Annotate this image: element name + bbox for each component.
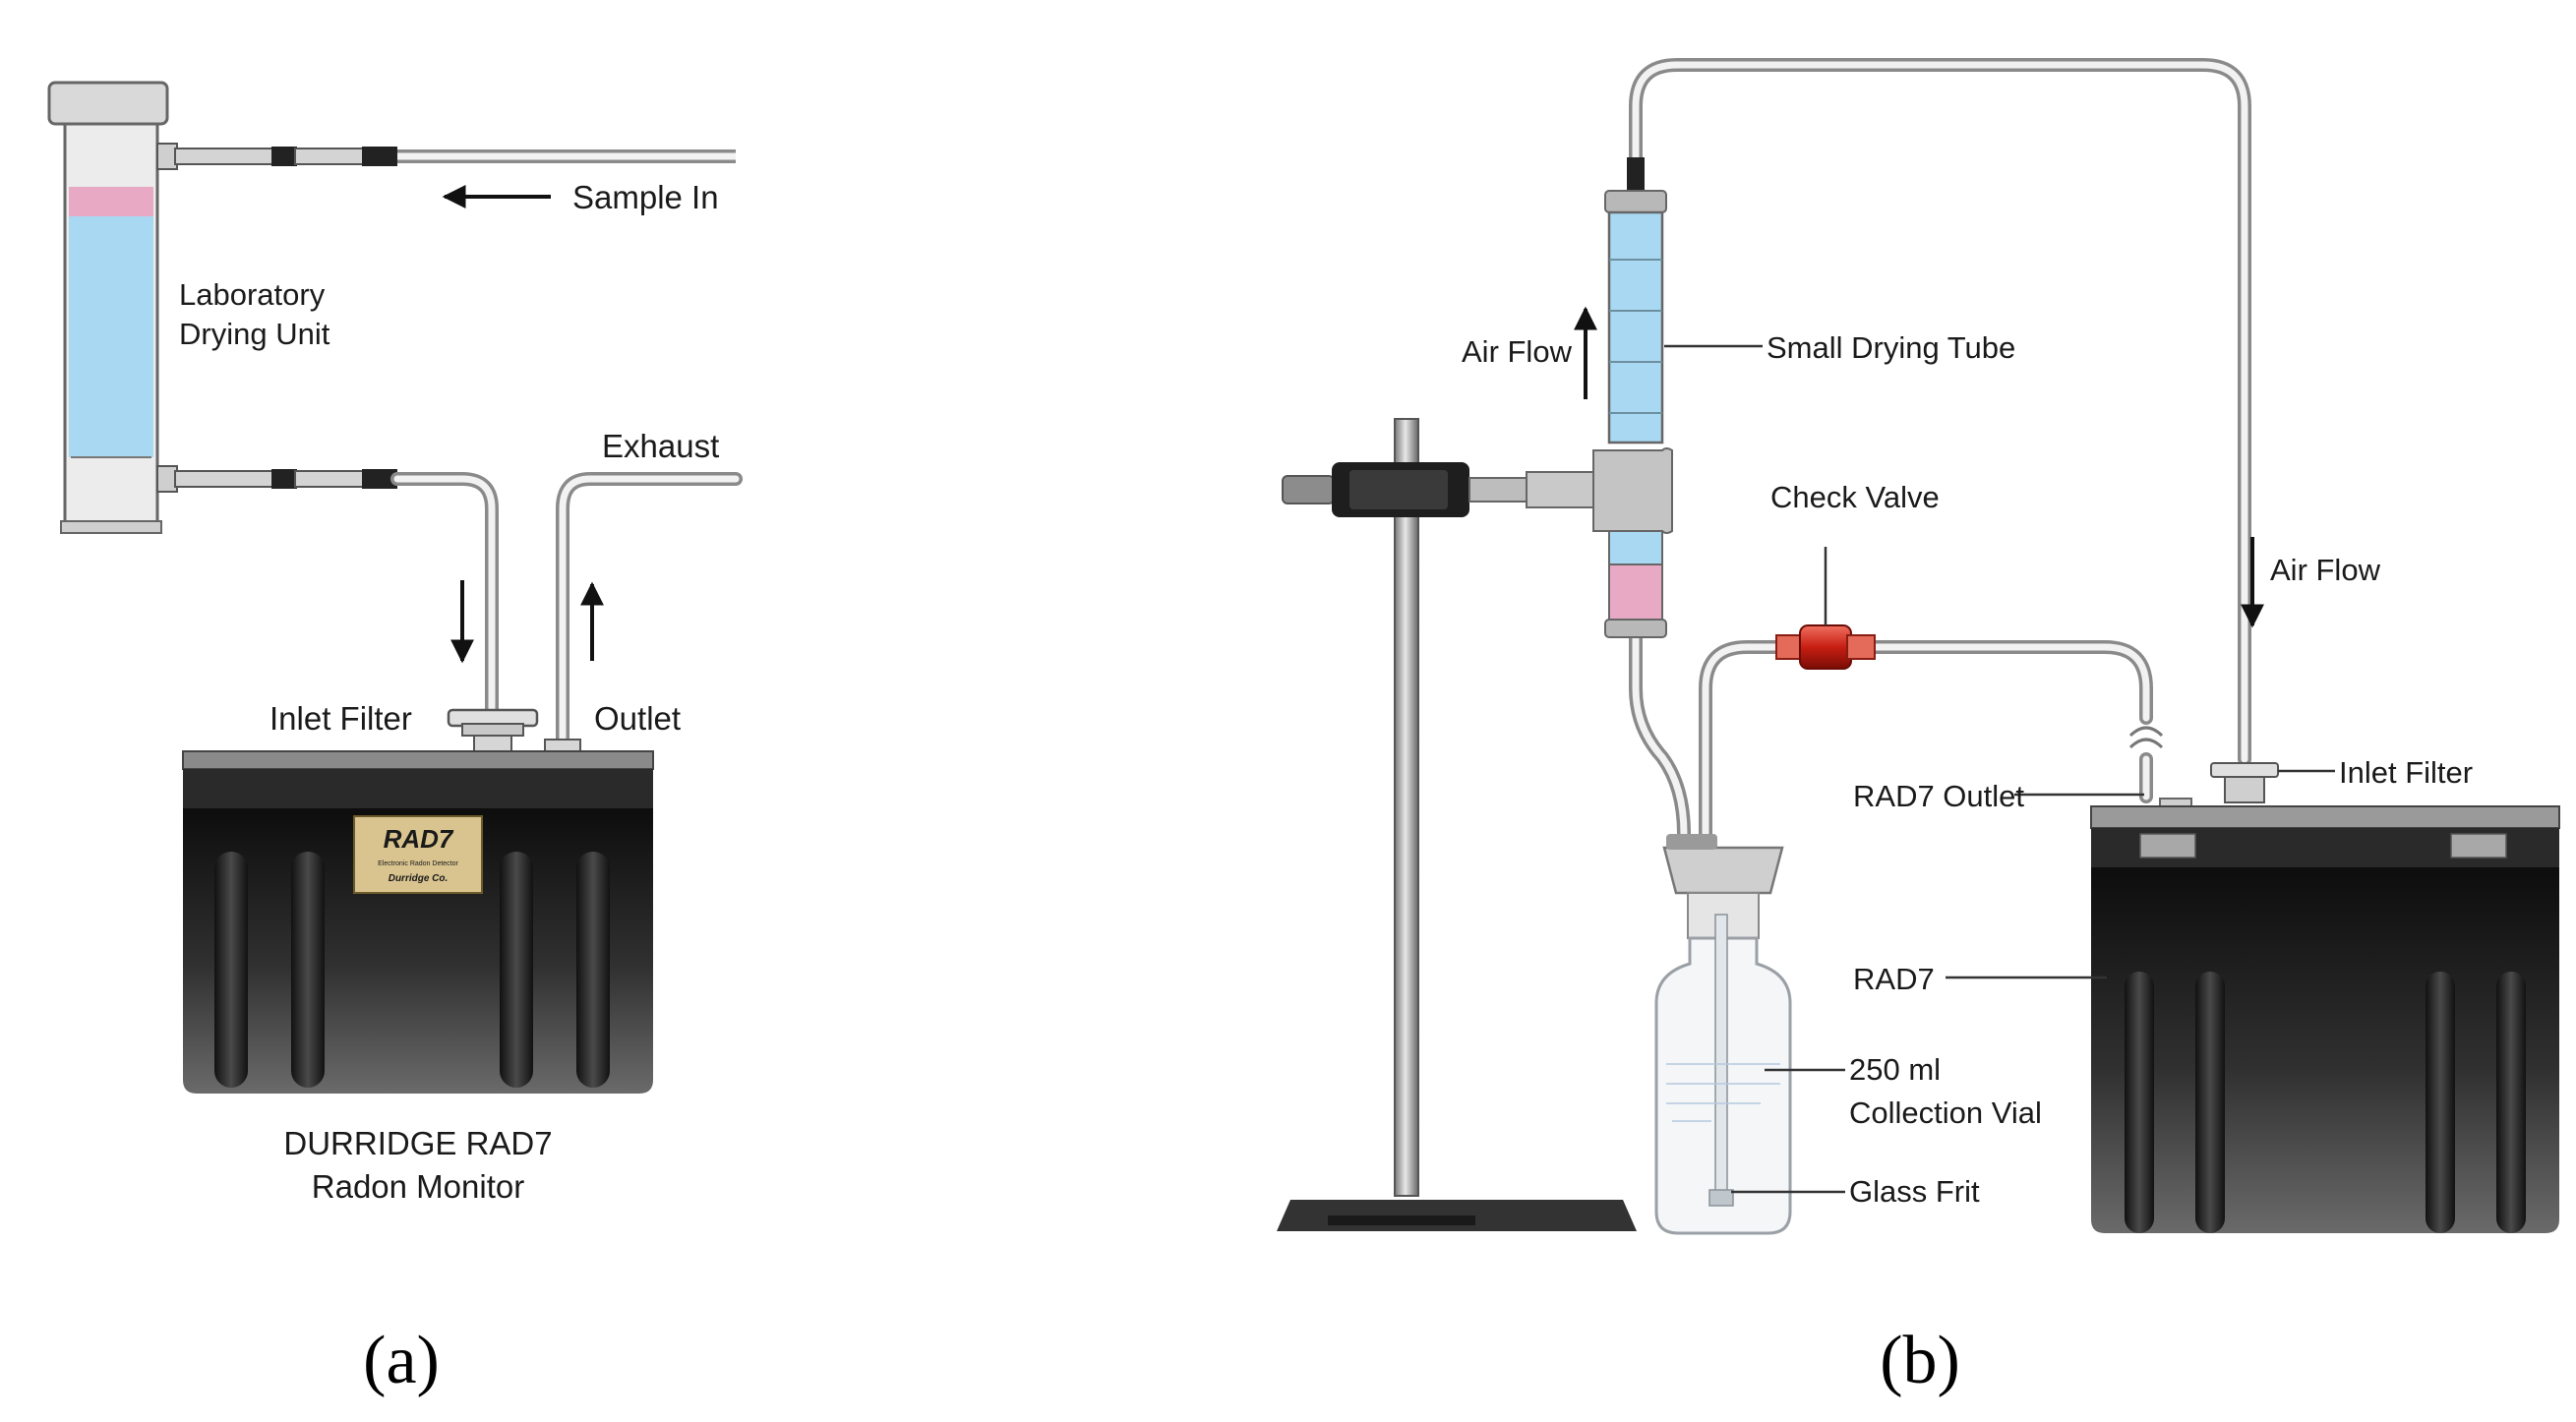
laboratory-drying-unit — [47, 81, 169, 534]
device-name-label: DURRIDGE RAD7 — [283, 1125, 552, 1161]
flow-arrows — [442, 185, 604, 664]
rad7-plate-subtitle: Electronic Radon Detector — [378, 860, 458, 867]
rad7-label: RAD7 — [1853, 962, 1935, 996]
panel-a: RAD7 Electronic Radon Detector Durridge … — [47, 81, 743, 1398]
drying-unit-label-line2: Drying Unit — [179, 317, 330, 351]
device-description-label: Radon Monitor — [312, 1168, 524, 1205]
check-valve-label: Check Valve — [1770, 480, 1940, 514]
collection-vial-label: Collection Vial — [1849, 1096, 2042, 1130]
glass-frit-label: Glass Frit — [1849, 1174, 1980, 1209]
sample-in-tubing — [156, 143, 736, 170]
drying-outlet-tubing — [1629, 630, 1691, 841]
drying-unit-label-line1: Laboratory — [179, 277, 326, 312]
panel-b: Air Flow Small Drying Tube Check Valve A… — [1277, 58, 2560, 1398]
check-valve — [1775, 547, 1876, 670]
panel-b-caption: (b) — [1880, 1323, 1960, 1398]
sample-in-label: Sample In — [572, 179, 719, 215]
rad7-device-b — [2090, 762, 2560, 1233]
air-flow-right-label: Air Flow — [2270, 553, 2381, 587]
inlet-filter — [447, 708, 581, 754]
rad7-device-a: RAD7 Electronic Radon Detector Durridge … — [182, 750, 654, 1094]
outlet-label: Outlet — [594, 700, 681, 737]
collection-vial — [1654, 834, 1792, 1235]
rad7-outlet-label: RAD7 Outlet — [1853, 779, 2024, 813]
exhaust-label: Exhaust — [602, 428, 719, 464]
check-valve-tubing — [1699, 640, 2164, 841]
leader-lines — [1664, 344, 2335, 1194]
inlet-filter-b-label: Inlet Filter — [2339, 755, 2473, 790]
panel-a-caption: (a) — [363, 1323, 440, 1398]
small-drying-tube-label: Small Drying Tube — [1767, 330, 2015, 365]
small-drying-tube — [1592, 157, 1673, 638]
air-flow-left-label: Air Flow — [1462, 334, 1573, 369]
vial-volume-label: 250 ml — [1849, 1052, 1941, 1087]
rad7-plate-title: RAD7 — [384, 824, 454, 854]
ring-stand — [1277, 418, 1637, 1231]
rad7-nameplate: RAD7 Electronic Radon Detector Durridge … — [353, 815, 483, 894]
inlet-tubing — [156, 465, 499, 717]
rad7-plate-brand: Durridge Co. — [389, 873, 449, 884]
exhaust-tubing — [556, 472, 743, 746]
air-flow-arrows — [1574, 306, 2264, 628]
top-loop-tubing — [1629, 58, 2251, 766]
inlet-filter-label: Inlet Filter — [270, 700, 412, 737]
